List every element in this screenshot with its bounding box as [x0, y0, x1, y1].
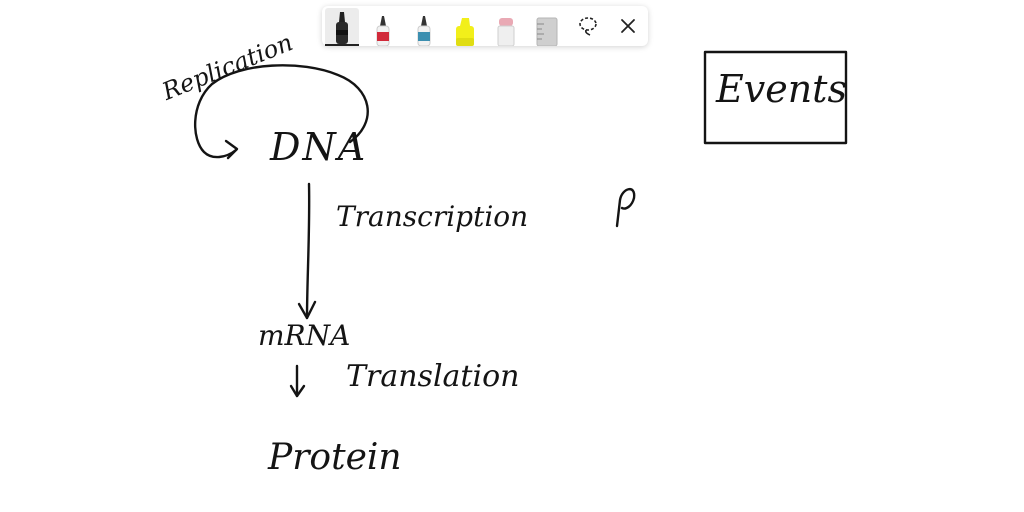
- ruler-button[interactable]: [530, 8, 564, 46]
- ballpoint-pen-button[interactable]: [325, 8, 359, 46]
- blue-pen-icon: [417, 16, 431, 46]
- highlighter-button[interactable]: [448, 8, 482, 46]
- eraser-button[interactable]: [489, 8, 523, 46]
- events-label: Events: [716, 67, 847, 111]
- highlighter-icon: [456, 18, 474, 46]
- ballpoint-pen-icon: [336, 12, 348, 44]
- mrna-label: mRNA: [258, 319, 351, 352]
- ink-toolbar: [322, 6, 648, 46]
- translation-label: Translation: [346, 359, 520, 394]
- protein-label: Protein: [268, 437, 402, 478]
- events-box: [703, 50, 848, 145]
- close-icon: [621, 19, 635, 33]
- close-toolbar-button[interactable]: [614, 12, 642, 40]
- transcription-arrowhead: [297, 300, 317, 320]
- transcription-label: Transcription: [336, 200, 529, 233]
- stray-ink-mark: [615, 188, 636, 228]
- transcription-arrow-line: [305, 182, 311, 320]
- translation-arrowhead: [289, 384, 306, 398]
- ruler-icon: [536, 17, 558, 46]
- dna-label: DNA: [270, 125, 368, 169]
- red-pen-button[interactable]: [366, 8, 400, 46]
- eraser-icon: [497, 18, 515, 46]
- replication-arrowhead: [224, 139, 239, 160]
- red-pen-icon: [376, 16, 390, 46]
- lasso-icon: [579, 17, 597, 36]
- blue-pen-button[interactable]: [407, 8, 441, 46]
- lasso-select-button[interactable]: [574, 12, 602, 40]
- replication-loop-stroke: [194, 64, 369, 159]
